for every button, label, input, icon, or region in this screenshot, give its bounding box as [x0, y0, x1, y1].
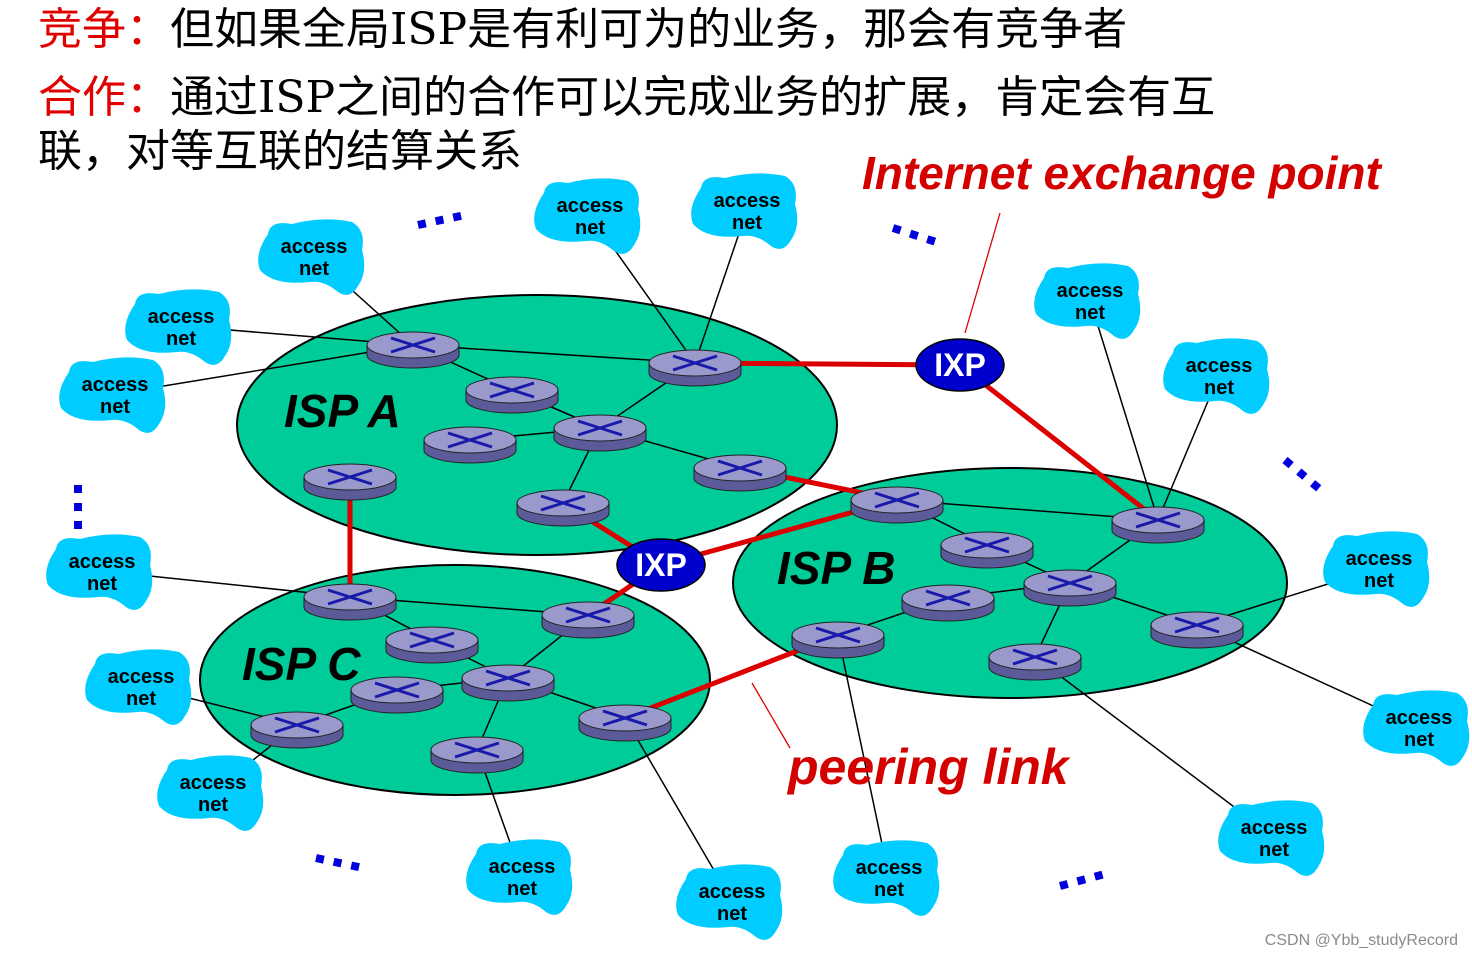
access-net-label: access: [1057, 280, 1124, 302]
ixp-annotation: Internet exchange point: [862, 146, 1381, 200]
ellipsis-dots: [1059, 871, 1104, 890]
router-icon: [554, 415, 646, 451]
access-net-label: net: [1364, 570, 1394, 592]
access-net-label: access: [82, 374, 149, 396]
access-net-label: access: [69, 551, 136, 573]
access-net-label: access: [148, 306, 215, 328]
access-net-label: net: [575, 217, 605, 239]
router-icon: [304, 464, 396, 500]
ellipsis-dots: [74, 485, 82, 529]
router-icon: [251, 712, 343, 748]
router-icon: [579, 705, 671, 741]
router-icon: [424, 427, 516, 463]
access-net-label: net: [198, 794, 228, 816]
router-icon: [694, 455, 786, 491]
router-icon: [902, 585, 994, 621]
access-net-label: net: [87, 573, 117, 595]
isp-label: ISP A: [284, 385, 401, 437]
access-net-label: net: [1075, 302, 1105, 324]
ixp-node: IXP: [617, 539, 705, 591]
access-net-label: access: [281, 236, 348, 258]
ixp-node: IXP: [916, 339, 1004, 391]
router-icon: [1151, 612, 1243, 648]
access-net-label: access: [108, 666, 175, 688]
access-net-label: access: [699, 881, 766, 903]
access-net-label: net: [732, 212, 762, 234]
isp-label: ISP C: [242, 638, 361, 690]
access-net-label: net: [166, 328, 196, 350]
ellipsis-dots: [417, 212, 462, 229]
ellipsis-dots: [1282, 457, 1321, 491]
access-net-label: access: [557, 195, 624, 217]
router-icon: [649, 350, 741, 386]
router-icon: [367, 332, 459, 368]
access-net-label: access: [1386, 707, 1453, 729]
router-icon: [989, 644, 1081, 680]
ellipsis-dots: [892, 224, 936, 245]
access-net: accessnet: [1363, 690, 1469, 765]
access-net-label: access: [1241, 817, 1308, 839]
router-icon: [517, 490, 609, 526]
access-net-label: access: [1186, 355, 1253, 377]
access-net-label: net: [874, 879, 904, 901]
router-icon: [431, 737, 523, 773]
ixp-label: IXP: [934, 347, 986, 383]
access-net-label: net: [299, 258, 329, 280]
access-net-label: access: [856, 857, 923, 879]
ixp-label: IXP: [635, 547, 687, 583]
router-icon: [304, 584, 396, 620]
isp-label: ISP B: [777, 542, 895, 594]
router-icon: [351, 677, 443, 713]
access-net-label: net: [507, 878, 537, 900]
ixp-pointer-line: [965, 213, 1000, 333]
watermark: CSDN @Ybb_studyRecord: [1265, 932, 1458, 950]
router-icon: [1112, 507, 1204, 543]
access-net-label: net: [100, 396, 130, 418]
router-icon: [792, 622, 884, 658]
access-net-label: net: [126, 688, 156, 710]
access-net-label: access: [714, 190, 781, 212]
access-net-label: net: [1404, 729, 1434, 751]
router-icon: [466, 377, 558, 413]
access-net-label: access: [489, 856, 556, 878]
access-net-label: access: [1346, 548, 1413, 570]
access-net-label: access: [180, 772, 247, 794]
router-icon: [941, 532, 1033, 568]
router-icon: [542, 602, 634, 638]
peering-pointer-line: [752, 683, 790, 748]
router-icon: [386, 627, 478, 663]
router-icon: [1024, 570, 1116, 606]
access-net-label: net: [1259, 839, 1289, 861]
router-icon: [462, 665, 554, 701]
access-net-label: net: [717, 903, 747, 925]
ellipsis-dots: [315, 854, 360, 871]
peering-annotation: peering link: [788, 738, 1069, 796]
router-icon: [851, 487, 943, 523]
access-net-label: net: [1204, 377, 1234, 399]
access-net: accessnet: [59, 357, 165, 432]
